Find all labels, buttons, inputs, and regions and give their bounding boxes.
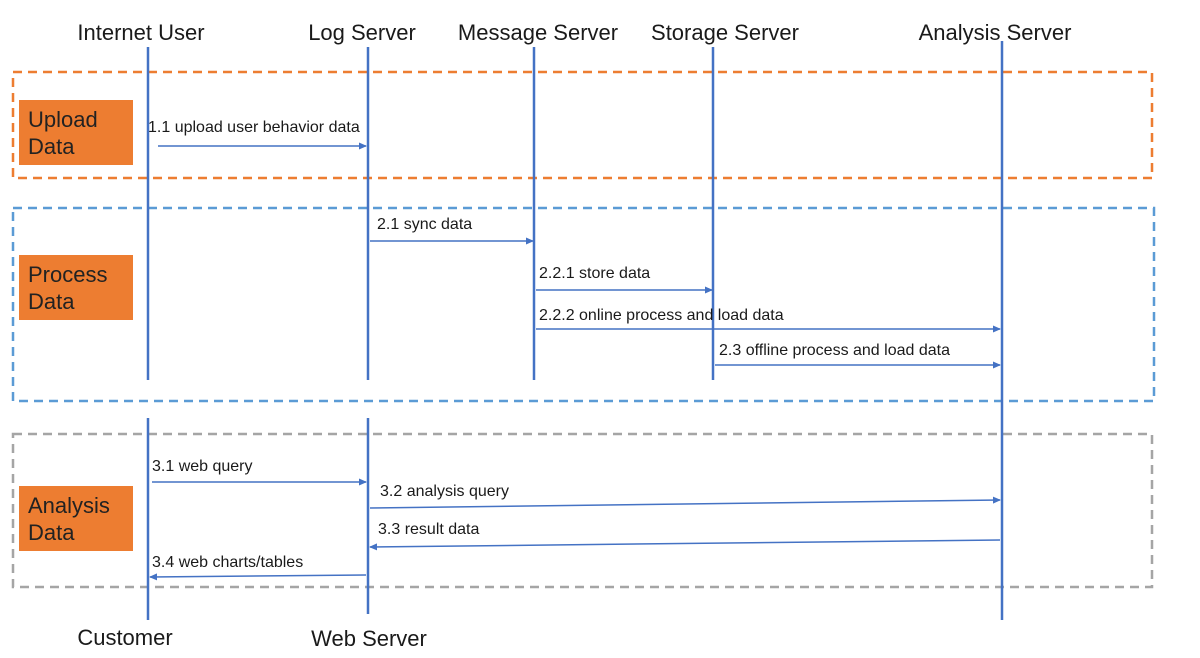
message-label-3-1: 3.1 web query: [152, 458, 253, 475]
process-stage-frame: [11, 206, 1156, 403]
upload-stage-frame: [11, 70, 1154, 180]
arrow-3-3: [369, 539, 1001, 551]
arrow-3-2: [369, 496, 1001, 509]
participant-web-server: Web Server: [311, 626, 427, 651]
message-label-2-1: 2.1 sync data: [377, 216, 473, 233]
participant-internet-user: Internet User: [77, 20, 205, 45]
participant-log-server: Log Server: [308, 20, 416, 45]
stage-label-process: Process Data: [19, 255, 133, 320]
analysis-stage-frame: [11, 432, 1154, 589]
message-label-1-1: 1.1 upload user behavior data: [148, 119, 360, 136]
participant-analysis-server: Analysis Server: [918, 20, 1072, 45]
participant-storage-server: Storage Server: [651, 20, 799, 45]
stage-label-upload: Upload Data: [19, 100, 133, 165]
message-label-3-3: 3.3 result data: [378, 521, 480, 538]
message-label-2-3: 2.3 offline process and load data: [719, 342, 950, 359]
arrow-3-4: [149, 573, 367, 581]
message-label-2-2-1: 2.2.1 store data: [539, 265, 651, 282]
stage-label-analysis: Analysis Data: [19, 486, 133, 551]
message-label-3-4: 3.4 web charts/tables: [152, 554, 304, 571]
participant-customer: Customer: [77, 625, 173, 650]
message-label-3-2: 3.2 analysis query: [380, 483, 509, 500]
participant-message-server: Message Server: [457, 20, 619, 45]
message-label-2-2-2: 2.2.2 online process and load data: [539, 307, 784, 324]
